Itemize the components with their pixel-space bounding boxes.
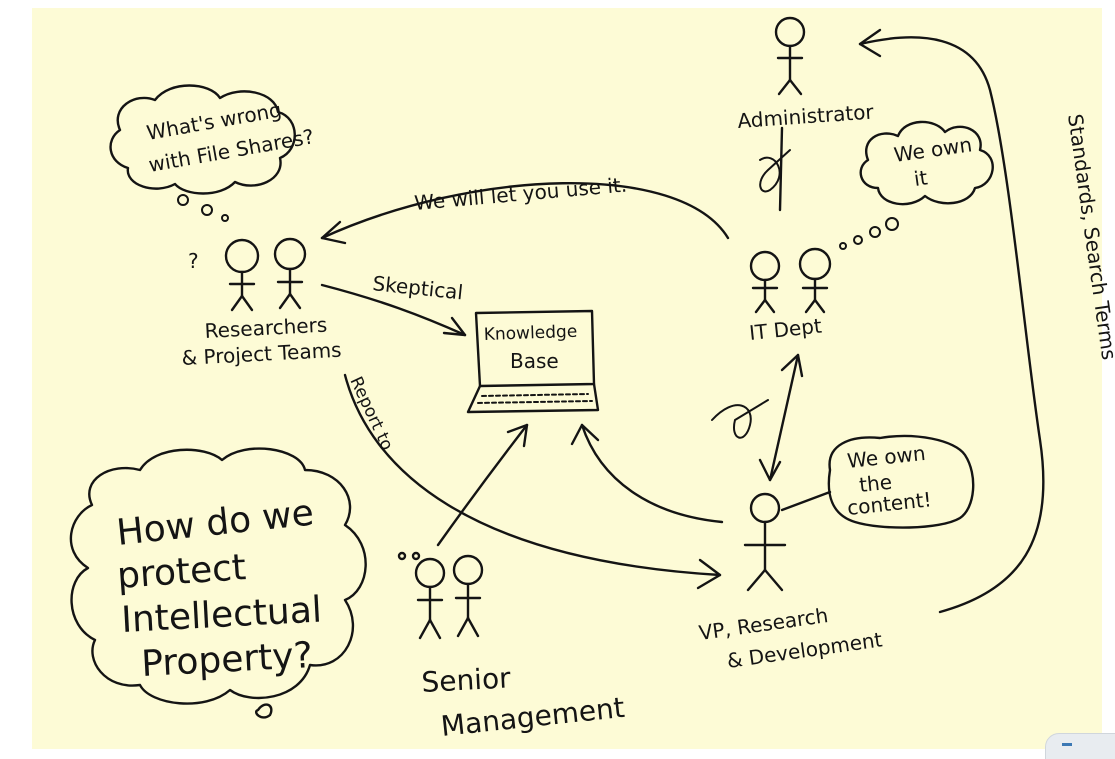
researchers-figures [224, 237, 307, 312]
thought-dot [201, 204, 213, 216]
senior-label-line1: Senior [421, 661, 512, 699]
skeptical-arrow [320, 283, 467, 337]
let-you-use-label: We will let you use it. [413, 172, 628, 215]
senior-management-figures [414, 554, 484, 640]
we-own-it-line2: it [912, 165, 929, 191]
thought-dot [411, 551, 421, 561]
ip-line3: Intellectual [120, 590, 323, 641]
report-to-label: Report to [345, 374, 396, 454]
report-to-arrow [343, 373, 722, 577]
knowledge-base-line2: Base [510, 349, 559, 373]
scroll-nub[interactable] [1045, 733, 1115, 759]
report-to-arrowhead [696, 558, 722, 590]
scroll-nub-mark [1062, 743, 1072, 746]
ip-line2: protect [116, 547, 248, 597]
question-mark: ? [188, 249, 199, 273]
vp-figure [743, 492, 787, 592]
vp-to-kb-arrowhead [570, 423, 600, 446]
it-vp-link [768, 353, 800, 482]
senior-to-kb-arrow [436, 423, 529, 547]
it-vp-arrowhead-up [780, 353, 804, 378]
thought-dot [885, 217, 899, 231]
knowledge-base-line1: Knowledge [483, 322, 577, 345]
broken-link-mark [711, 399, 769, 439]
let-you-use-arrow [320, 182, 730, 240]
ip-cloud-tail [255, 703, 273, 719]
thought-dot [221, 214, 229, 222]
thought-dot [397, 551, 407, 561]
broken-link-mark [759, 149, 791, 193]
senior-to-kb-arrowhead [506, 423, 529, 448]
vp-to-kb-arrow [580, 423, 724, 524]
own-content-line2: the [858, 470, 893, 497]
it-dept-label: IT Dept [748, 313, 823, 344]
let-you-use-arrowhead [320, 220, 347, 245]
standards-loop-arrowhead [858, 28, 882, 58]
thought-dot [853, 235, 863, 245]
standards-label: Standards, Search Terms [1063, 112, 1115, 361]
thought-dot [177, 194, 189, 206]
we-own-it-cloud [859, 120, 994, 206]
own-content-bubble [827, 434, 975, 529]
we-own-it-line1: We own [892, 132, 973, 167]
paper-background [32, 8, 1102, 749]
speech-pointer [780, 490, 832, 512]
senior-label-line2: Management [439, 691, 626, 743]
ip-line1: How do we [115, 492, 316, 553]
skeptical-label: Skeptical [371, 271, 464, 304]
own-content-line1: We own [846, 441, 927, 473]
it-dept-figures [749, 247, 832, 314]
thought-dot [839, 242, 847, 250]
skeptical-arrowhead [442, 316, 467, 337]
administrator-figure [774, 16, 806, 96]
standards-loop-arrow [858, 36, 1045, 614]
knowledge-base-laptop [466, 309, 600, 414]
it-vp-arrowhead-down [758, 458, 782, 482]
administrator-label: Administrator [737, 99, 875, 133]
ip-line4: Property? [140, 635, 313, 685]
own-content-line3: content! [846, 487, 933, 520]
ip-cloud [69, 447, 367, 705]
thought-dot [869, 226, 881, 238]
admin-it-link [778, 126, 784, 212]
file-shares-cloud [109, 84, 296, 195]
